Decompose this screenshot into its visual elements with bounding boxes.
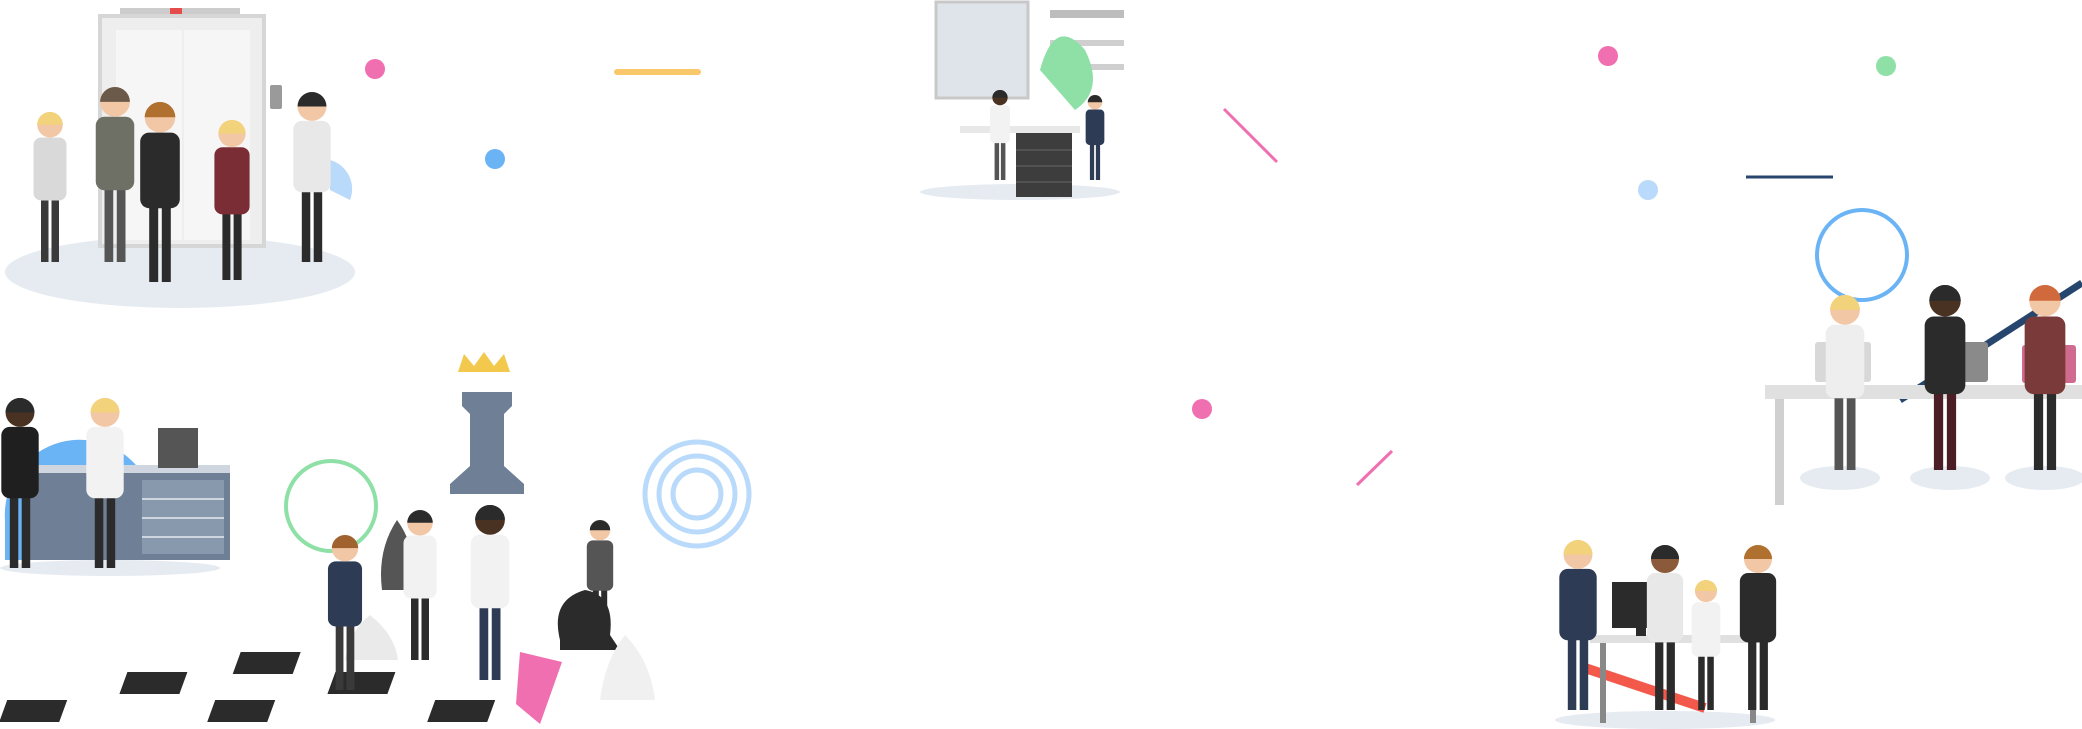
blue-dot	[485, 149, 505, 169]
concentric-rings	[642, 439, 752, 549]
person-figure	[293, 91, 331, 262]
chess-rook-icon	[450, 392, 524, 494]
chess-pawn-icon	[600, 635, 655, 700]
blue-ring	[1815, 208, 1909, 302]
person-figure	[95, 87, 135, 262]
light-blue-dot	[1638, 180, 1658, 200]
person-figure	[33, 112, 67, 262]
crown-icon	[458, 352, 510, 372]
person-figure	[327, 534, 363, 690]
chess-pawn-icon	[345, 615, 398, 660]
drawer-cabinet	[1016, 133, 1072, 197]
green-dot	[1876, 56, 1896, 76]
person-figure	[214, 120, 250, 280]
person-figure	[990, 90, 1010, 180]
person-figure	[2024, 284, 2066, 470]
person-figure	[1646, 545, 1684, 710]
pink-dash	[1222, 107, 1279, 164]
person-figure	[470, 505, 510, 680]
person-figure	[1739, 545, 1777, 710]
person-figure	[86, 398, 124, 568]
pink-dash	[1355, 449, 1394, 487]
pink-dot	[1598, 46, 1618, 66]
person-figure	[140, 102, 180, 282]
person-figure	[1085, 95, 1105, 180]
coffee-machine-icon	[158, 428, 198, 468]
green-ring	[284, 459, 378, 553]
person-figure	[1825, 295, 1865, 470]
desk-icon	[960, 126, 1080, 133]
chess-knight-icon	[557, 590, 620, 650]
person-figure	[403, 510, 437, 660]
pink-dot	[1192, 399, 1212, 419]
office-desk-scene	[920, 0, 1124, 200]
person-figure	[586, 520, 614, 640]
pink-dot	[365, 59, 385, 79]
person-figure	[1, 398, 39, 568]
person-figure	[1924, 285, 1966, 470]
person-figure	[1559, 540, 1597, 710]
person-figure	[1691, 580, 1721, 710]
people	[1, 87, 2066, 710]
